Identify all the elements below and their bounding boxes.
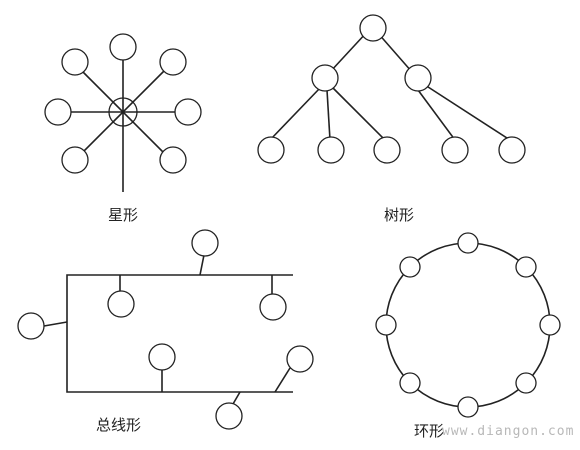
watermark-text: www.diangon.com <box>442 424 575 439</box>
tree-leaf-node <box>257 136 285 164</box>
tree-leaf-node <box>498 136 526 164</box>
tree-link <box>326 89 331 141</box>
tree-leaf-node <box>373 136 401 164</box>
star-node <box>109 33 137 61</box>
star-node <box>159 48 187 76</box>
tree-middle-node <box>404 64 432 92</box>
tree-link <box>417 89 456 141</box>
bus-drop <box>232 391 241 405</box>
star-node <box>61 48 89 76</box>
bus-backbone <box>66 274 293 393</box>
star-node <box>174 98 202 126</box>
star-node <box>61 146 89 174</box>
ring-node <box>539 314 561 336</box>
bus-node <box>17 312 45 340</box>
ring-topology <box>375 232 561 418</box>
bus-node <box>259 293 287 321</box>
tree-leaf-node <box>441 136 469 164</box>
star-node <box>44 98 72 126</box>
bus-node <box>148 343 176 371</box>
ring-node <box>457 232 479 254</box>
bus-node <box>286 345 314 373</box>
ring-topology-label: 环形 <box>414 422 445 440</box>
bus-topology <box>17 229 314 430</box>
bus-node <box>107 290 135 318</box>
tree-link <box>269 87 321 141</box>
bus-drop <box>274 367 291 393</box>
ring-node <box>375 314 397 336</box>
ring-node <box>515 372 537 394</box>
tree-topology-label: 树形 <box>384 206 415 224</box>
tree-link <box>332 87 386 141</box>
tree-link <box>376 31 413 73</box>
ring-node <box>457 396 479 418</box>
ring-node <box>399 256 421 278</box>
bus-drop <box>199 254 205 276</box>
ring-node <box>399 372 421 394</box>
tree-link <box>424 84 511 141</box>
ring-node <box>515 256 537 278</box>
star-topology-label: 星形 <box>108 206 139 224</box>
star-topology <box>44 33 202 192</box>
tree-middle-node <box>311 64 339 92</box>
tree-leaf-node <box>317 136 345 164</box>
tree-link <box>329 31 368 73</box>
tree-topology <box>257 14 526 164</box>
bus-node <box>191 229 219 257</box>
bus-topology-label: 总线形 <box>96 416 142 434</box>
bus-node <box>215 402 243 430</box>
star-node <box>159 146 187 174</box>
tree-root-node <box>359 14 387 42</box>
bus-drop <box>43 321 68 327</box>
